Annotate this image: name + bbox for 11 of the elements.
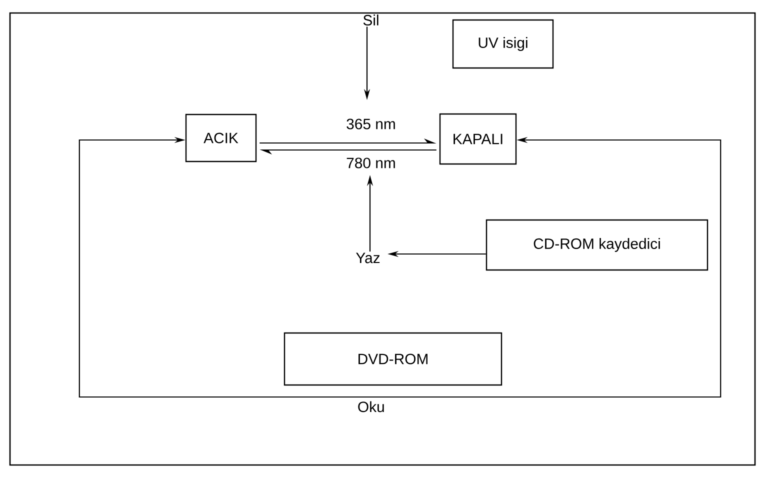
process-box: ACIK bbox=[185, 114, 257, 162]
edge-label: 780 nm bbox=[345, 156, 397, 170]
edge-label: 365 nm bbox=[345, 118, 397, 130]
edge-label: Oku bbox=[356, 400, 386, 414]
process-box: KAPALI bbox=[439, 113, 517, 165]
step-label: Sil bbox=[363, 14, 378, 26]
process-box: UV isigi bbox=[452, 19, 554, 69]
process-box: DVD-ROM bbox=[284, 332, 502, 386]
loop-arrow bbox=[78, 136, 722, 398]
process-box: CD-ROM kaydedici bbox=[486, 219, 708, 271]
step-label: Yaz bbox=[356, 252, 380, 264]
